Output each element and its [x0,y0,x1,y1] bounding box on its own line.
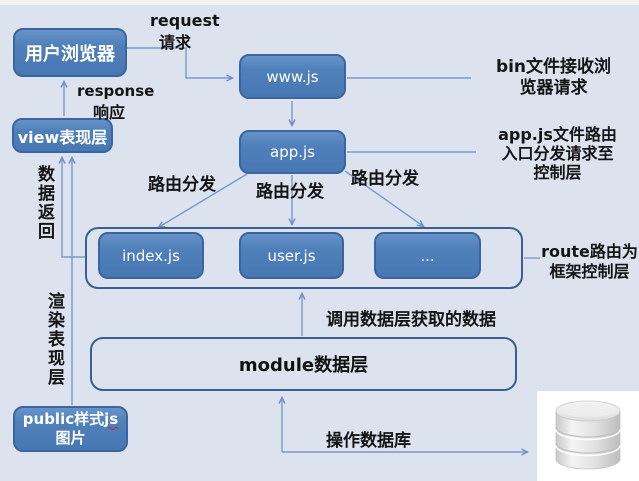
call-data-layer-label: 调用数据层获取的数据 [326,310,496,330]
module-data-layer-box[interactable]: module数据层 [90,337,517,391]
app-js-node[interactable]: app.js [239,130,346,174]
top-edge-strip [0,0,639,5]
route-dispatch-label-right: 路由分发 [351,169,419,189]
spellcheck-squiggle: js [104,410,119,428]
public-assets-node[interactable]: public样式js 图片 [13,406,128,452]
route-layer-note: route路由为 框架控制层 [541,242,638,281]
www-js-node[interactable]: www.js [239,54,346,99]
response-label-zh: 响应 [93,103,126,122]
request-label-en: request [150,11,220,30]
user-browser-node[interactable]: 用户浏览器 [13,28,127,77]
route-dispatch-label-left: 路由分发 [148,175,216,195]
index-js-node[interactable]: index.js [98,232,204,279]
arrow-app-to-index [157,173,248,229]
public-node-line1: public样式js [22,410,119,428]
route-controller-container [85,227,523,289]
render-view-layer-label: 渲染表现层 [44,292,64,387]
arrow-app-to-more [344,170,425,228]
route-dispatch-label-middle: 路由分发 [256,182,324,202]
more-routes-node[interactable]: ... [374,232,481,279]
bin-file-note: bin文件接收浏 览器请求 [495,57,612,98]
database-cylinder-icon [555,400,621,470]
appjs-route-note: app.js文件路由 入口分发请求至 控制层 [498,125,617,182]
user-js-node[interactable]: user.js [239,232,344,279]
view-layer-node[interactable]: view表现层 [12,118,113,153]
public-node-line2: 图片 [55,429,86,447]
database-panel [537,391,639,481]
request-label-zh: 请求 [159,33,192,52]
data-return-label: 数据返回 [34,165,54,241]
arrow-route-to-view [58,155,86,258]
operate-database-label: 操作数据库 [326,431,411,451]
response-label-en: response [77,82,155,100]
arrow-browser-to-www [127,47,235,82]
